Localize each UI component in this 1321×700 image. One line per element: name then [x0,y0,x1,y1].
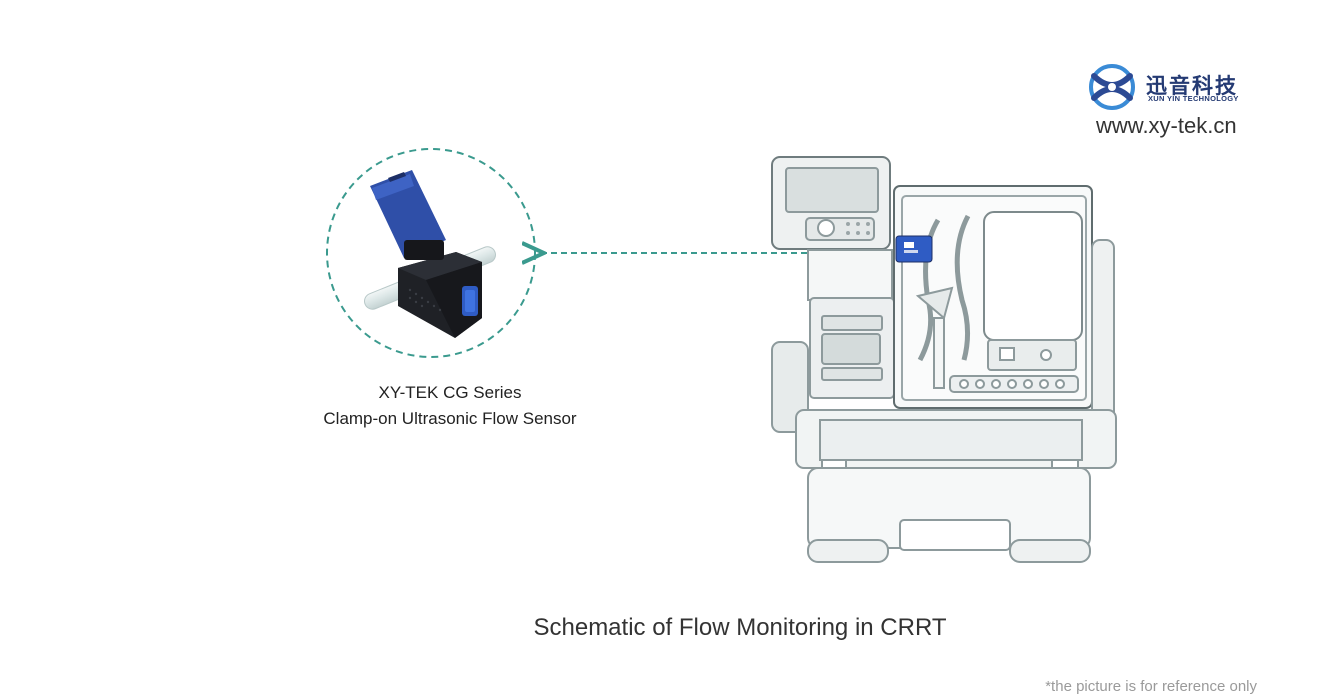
diagram-caption: Schematic of Flow Monitoring in CRRT [533,614,947,641]
sensor-series: XY-TEK CG Series [378,383,522,402]
sensor-label: XY-TEK CG Series Clamp-on Ultrasonic Flo… [250,380,650,432]
flow-sensor-icon [364,170,496,338]
sensor-description: Clamp-on Ultrasonic Flow Sensor [323,409,577,428]
mounted-sensor-icon [895,235,933,263]
reference-note: *the picture is for reference only [1045,678,1257,695]
crrt-machine-icon [771,156,1117,563]
brand-name-en: XUN YIN TECHNOLOGY [1148,94,1239,103]
brand-name-cn: 迅音科技 [1146,74,1238,98]
xy-tek-logo-icon [1089,64,1135,110]
website-url: www.xy-tek.cn [1096,113,1237,138]
